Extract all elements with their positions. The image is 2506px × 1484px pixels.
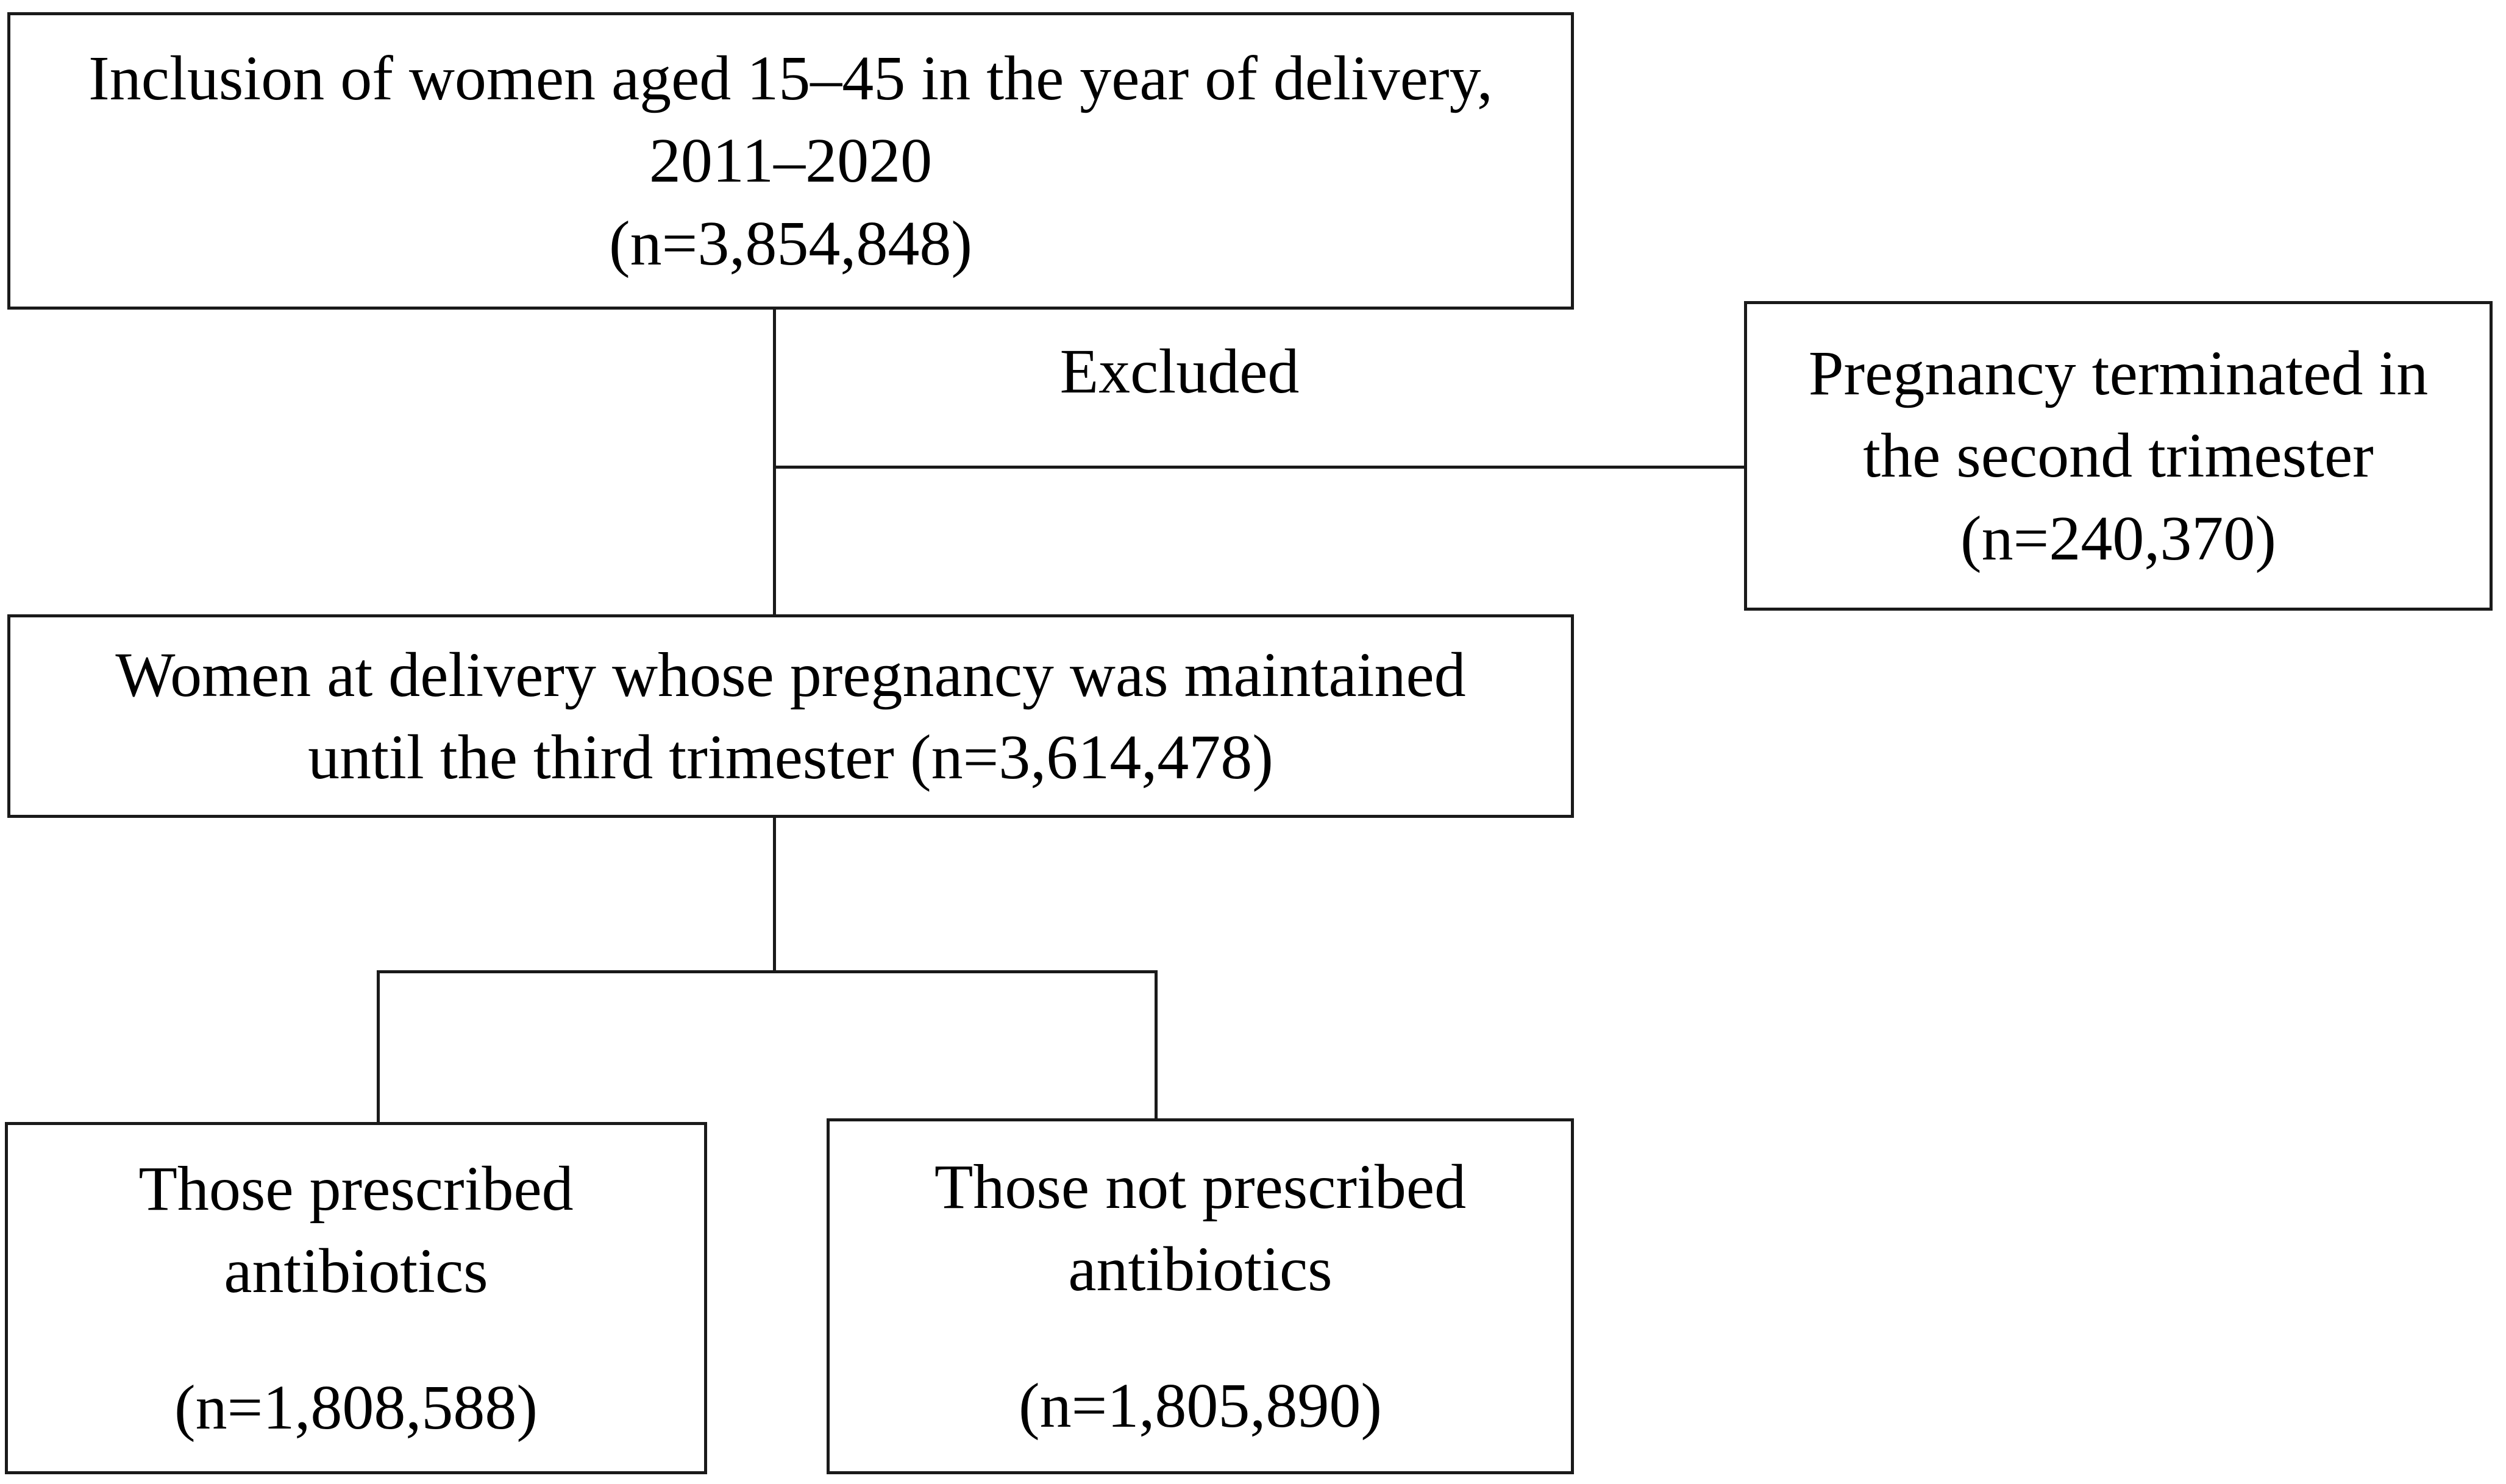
flow-node-inclusion: Inclusion of women aged 15–45 in the yea… bbox=[7, 12, 1574, 310]
flow-node-prescribed-antibiotics: Those prescribed antibiotics (n=1,808,58… bbox=[5, 1122, 707, 1474]
flow-node-excluded-second-trimester: Pregnancy terminated in the second trime… bbox=[1744, 301, 2493, 611]
edge-label-excluded: Excluded bbox=[1059, 336, 1300, 407]
inclusion-line-2: 2011–2020 bbox=[649, 126, 933, 196]
connector-excluded-horizontal bbox=[773, 466, 1746, 469]
excluded-box-line-2: the second trimester bbox=[1863, 421, 2374, 491]
not-prescribed-line-2: antibiotics bbox=[1068, 1234, 1333, 1305]
flow-node-maintained-third-trimester: Women at delivery whose pregnancy was ma… bbox=[7, 614, 1574, 818]
excluded-box-line-1: Pregnancy terminated in bbox=[1808, 338, 2429, 409]
not-prescribed-line-1: Those not prescribed bbox=[934, 1152, 1467, 1223]
connector-split-horizontal bbox=[377, 970, 1158, 973]
connector-to-not-prescribed bbox=[1155, 970, 1158, 1121]
inclusion-line-1: Inclusion of women aged 15–45 in the yea… bbox=[88, 43, 1493, 114]
prescribed-line-1: Those prescribed bbox=[138, 1154, 574, 1224]
flow-node-not-prescribed-antibiotics: Those not prescribed antibiotics (n=1,80… bbox=[827, 1118, 1574, 1474]
prescribed-line-3: (n=1,808,588) bbox=[174, 1372, 538, 1443]
connector-to-prescribed bbox=[377, 970, 380, 1124]
not-prescribed-line-3: (n=1,805,890) bbox=[1019, 1370, 1382, 1441]
maintained-line-2: until the third trimester (n=3,614,478) bbox=[308, 722, 1273, 792]
excluded-box-line-3: (n=240,370) bbox=[1960, 503, 2276, 573]
inclusion-line-3: (n=3,854,848) bbox=[609, 208, 972, 279]
connector-inclusion-to-maintained bbox=[773, 308, 776, 617]
prescribed-line-2: antibiotics bbox=[224, 1236, 488, 1307]
connector-maintained-stem bbox=[773, 817, 776, 973]
maintained-line-1: Women at delivery whose pregnancy was ma… bbox=[115, 639, 1466, 710]
